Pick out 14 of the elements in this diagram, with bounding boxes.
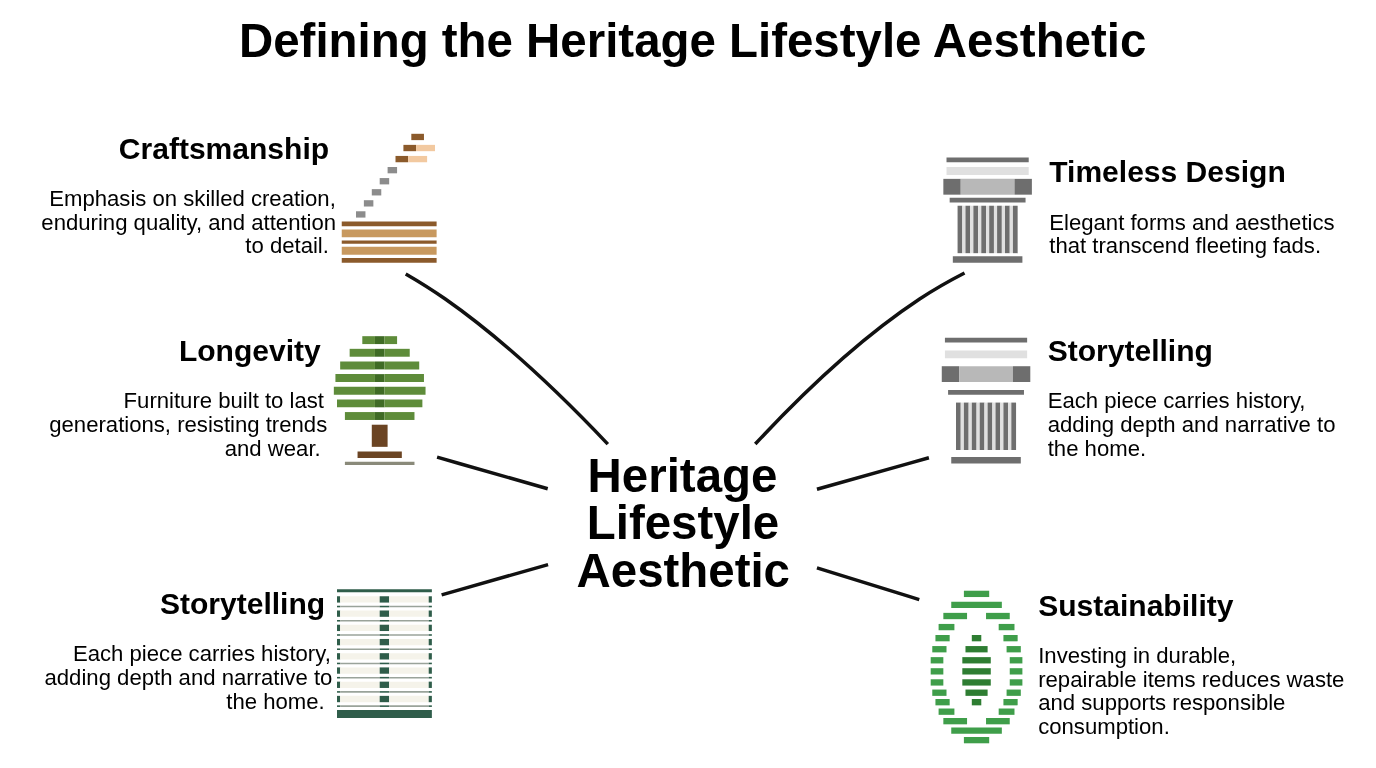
diagram-title: Defining the Heritage Lifestyle Aesthetic [238,14,1147,68]
node-label: Each piece carries history, adding depth and narrative to the home. [44,641,333,714]
node-label: Longevity [178,334,321,367]
node-label: Sustainability [1038,588,1234,622]
node-label: Craftsmanship [118,131,330,165]
node-text: Heritage Lifestyle Aesthetic [576,448,790,597]
node-label: Timeless Design [1049,155,1286,189]
node-label: Investing in durable, repairable items reduces waste and supports responsible consumption. [1038,642,1345,740]
node-label: Furniture built to last generations, resisting trends and wear. [49,388,328,461]
node-label: Each piece carries history, adding depth and narrative to the home. [1047,388,1336,461]
node-label: Emphasis on skilled creation, enduring quality, and attention to detail. [41,186,337,259]
node-label: Storytelling [159,586,326,620]
node-label: Elegant forms and aesthetics that transcend fleeting fads. [1049,209,1335,259]
node-label: Storytelling [1047,334,1213,367]
